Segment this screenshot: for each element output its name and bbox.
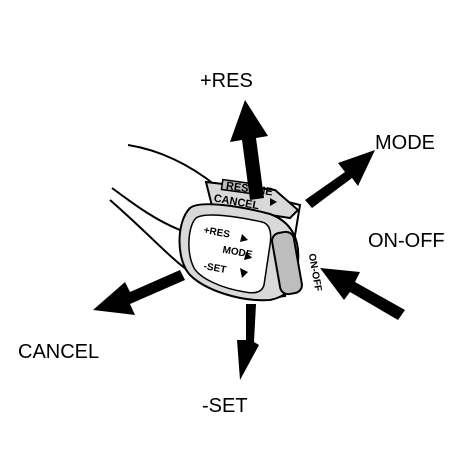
mode-arrow-icon (244, 252, 252, 260)
cancel-arrow-icon (270, 198, 277, 206)
callout-cancel: CANCEL (18, 341, 99, 363)
callout-on-off: ON-OFF (368, 230, 445, 252)
callout-res: +RES (200, 70, 253, 92)
cancel-arrow (93, 270, 185, 315)
direction-arrows (93, 100, 405, 380)
res-button-label: +RES (203, 225, 231, 240)
lever-head: +RES MODE -SET ON-OFF (178, 203, 323, 302)
res-arrow-icon (240, 234, 248, 242)
on-off-button (271, 230, 303, 296)
on-off-button-label: ON-OFF (306, 253, 323, 293)
callout-set: -SET (202, 395, 248, 417)
mode-arrow (305, 150, 375, 208)
on-off-arrow (320, 268, 405, 320)
res-arrow (230, 100, 268, 200)
set-button-label: -SET (203, 261, 227, 276)
set-arrow-icon (240, 268, 248, 278)
set-arrow (237, 304, 259, 380)
callout-mode: MODE (375, 132, 435, 154)
